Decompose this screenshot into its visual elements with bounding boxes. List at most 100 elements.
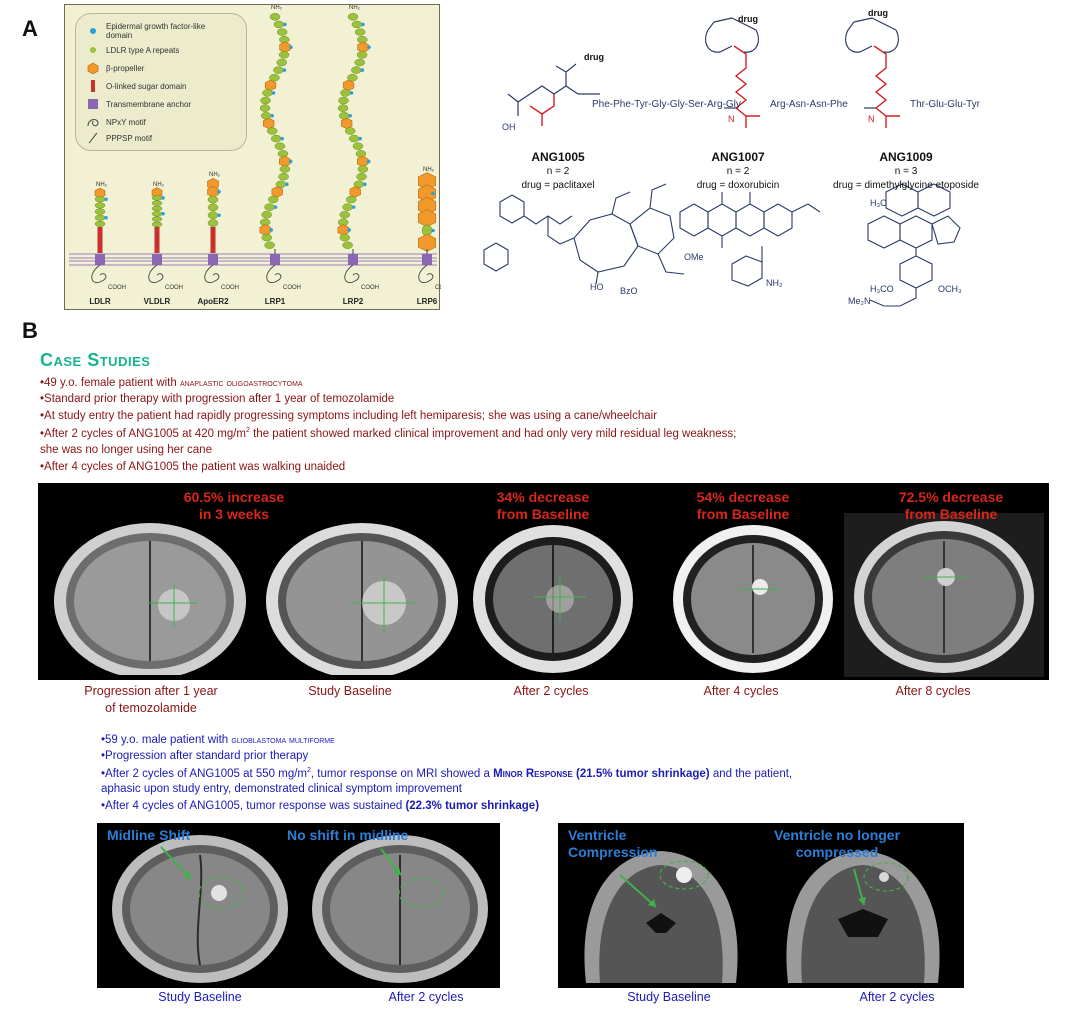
propeller-segment bbox=[279, 155, 291, 168]
propeller-segment bbox=[418, 209, 436, 228]
receptor-family-figure: Epidermal growth factor-like domain LDLR… bbox=[64, 4, 441, 310]
compound-drug-ang1005: drug = paclitaxel bbox=[521, 180, 595, 191]
atom-ome: OMe bbox=[684, 252, 704, 262]
case1-line-4: •After 2 cycles of ANG1005 at 420 mg/m2 … bbox=[40, 427, 737, 440]
egf-dot bbox=[288, 159, 293, 164]
nh2-label: NH₂ bbox=[153, 182, 165, 188]
nh2-label: NH₂ bbox=[96, 182, 108, 188]
ldlr-repeat-segment bbox=[151, 216, 163, 222]
receptor-label-ldlr: LDLR bbox=[89, 297, 111, 306]
propeller-segment bbox=[418, 233, 436, 252]
atom-nh2: NH₂ bbox=[766, 278, 783, 288]
case2-line-5: •After 4 cycles of ANG1005, tumor respon… bbox=[101, 800, 540, 812]
compound-n-ang1005: n = 2 bbox=[546, 166, 570, 177]
ldlr-repeat-segment bbox=[270, 134, 282, 143]
propeller-segment bbox=[341, 117, 353, 130]
mri-axial-after bbox=[312, 835, 488, 983]
ldlr-repeat-segment bbox=[277, 150, 289, 158]
etoposide-structure bbox=[867, 183, 961, 307]
egf-dot bbox=[358, 136, 362, 141]
case2-line-4: aphasic upon study entry, demonstrated c… bbox=[101, 783, 462, 795]
egf-dot bbox=[217, 213, 221, 218]
mri-caption-4: After 4 cycles bbox=[703, 684, 779, 698]
egf-dot bbox=[347, 228, 352, 232]
ldlr-repeat-segment bbox=[342, 203, 353, 211]
receptor-label-lrp6: LRP6 bbox=[416, 297, 438, 306]
cytoplasmic-tail bbox=[91, 264, 107, 283]
compound-drug-ang1007: drug = doxorubicin bbox=[696, 180, 780, 191]
mri2-caption-1: Study Baseline bbox=[158, 990, 242, 1004]
mri2-header-midline-shift: Midline Shift bbox=[107, 827, 191, 843]
mri-scan-5 bbox=[844, 513, 1044, 677]
ldlr-repeat-segment bbox=[347, 13, 359, 21]
mri-scan-1 bbox=[54, 523, 246, 675]
ldlr-repeat-segment bbox=[151, 205, 163, 212]
egf-dot bbox=[269, 228, 274, 232]
propeller-segment bbox=[357, 41, 369, 53]
receptor-label-vldlr: VLDLR bbox=[143, 297, 171, 306]
ldlr-repeat-segment bbox=[262, 89, 273, 97]
ldlr-repeat-segment bbox=[207, 211, 219, 220]
propeller-segment bbox=[337, 224, 349, 236]
cooh-label: COOH bbox=[435, 285, 441, 291]
transmembrane-anchor bbox=[348, 254, 358, 265]
ldlr-repeat-segment bbox=[278, 172, 289, 181]
ldlr-repeat-segment bbox=[151, 221, 163, 228]
cooh-label: COOH bbox=[108, 285, 126, 291]
ldlr-repeat-segment bbox=[261, 211, 272, 219]
case2-line-3: •After 2 cycles of ANG1005 at 550 mg/m2,… bbox=[101, 767, 793, 780]
atom-h3c: H₃C bbox=[870, 198, 887, 208]
egf-dot bbox=[289, 45, 293, 50]
compound-name-ang1005: ANG1005 bbox=[531, 150, 585, 164]
ldlr-repeat-segment bbox=[337, 104, 349, 112]
ldlr-repeat-segment bbox=[264, 203, 275, 211]
atom-h3co: H₃CO bbox=[870, 284, 894, 294]
green-dot-icon bbox=[90, 47, 96, 53]
mri-scan-2 bbox=[266, 523, 458, 675]
sugar-domain bbox=[97, 227, 103, 253]
egf-dot bbox=[349, 91, 354, 95]
ldlr-repeat-segment bbox=[269, 13, 281, 21]
ldlr-repeat-segment bbox=[264, 241, 275, 249]
ldlr-repeat-segment bbox=[268, 195, 279, 204]
cooh-label: COOH bbox=[283, 285, 301, 291]
ldlr-repeat-segment bbox=[274, 142, 286, 150]
mri-axial-baseline bbox=[112, 835, 288, 983]
mri2-caption-4: After 2 cycles bbox=[859, 990, 935, 1004]
propeller-segment bbox=[357, 155, 369, 168]
case-studies-title: Case Studies bbox=[40, 350, 151, 370]
ldlr-repeat-segment bbox=[266, 127, 278, 135]
mri2-caption-3: Study Baseline bbox=[627, 990, 711, 1004]
ldlr-repeat-segment bbox=[151, 200, 163, 206]
propeller-icon bbox=[87, 62, 99, 74]
atom-n-2: N bbox=[728, 114, 735, 124]
curve-motif-icon bbox=[88, 132, 98, 144]
case1-line-2: •Standard prior therapy with progression… bbox=[40, 393, 395, 405]
legend-pppsp: PPPSP motif bbox=[86, 132, 152, 144]
egf-dot bbox=[161, 211, 165, 216]
nh2-label: NH₂ bbox=[349, 5, 361, 11]
mri-caption-5: After 8 cycles bbox=[895, 684, 971, 698]
ldlr-repeat-segment bbox=[351, 66, 362, 74]
case1-line-1: •49 y.o. female patient with anaplastic … bbox=[40, 377, 303, 389]
egf-dot bbox=[351, 205, 356, 209]
compound-n-ang1009: n = 3 bbox=[894, 166, 918, 177]
ldlr-repeat-segment bbox=[354, 28, 366, 36]
cytoplasmic-tail bbox=[204, 264, 220, 283]
ldlr-repeat-segment bbox=[340, 89, 351, 97]
compound-name-ang1009: ANG1009 bbox=[879, 150, 933, 164]
case2-line-2: •Progression after standard prior therap… bbox=[101, 750, 309, 762]
egf-dot bbox=[431, 228, 435, 233]
ldlr-repeat-segment bbox=[261, 233, 273, 242]
ldlr-repeat-segment bbox=[279, 165, 291, 173]
propeller-segment bbox=[264, 79, 277, 91]
ldlr-repeat-segment bbox=[94, 214, 106, 221]
ldlr-repeat-segment bbox=[348, 134, 360, 143]
drug-label-1: drug bbox=[584, 52, 604, 62]
legend-egf: Epidermal growth factor-like domain bbox=[86, 22, 226, 40]
ldlr-repeat-segment bbox=[273, 20, 285, 29]
legend-ldlr-a: LDLR type A repeats bbox=[86, 44, 179, 56]
